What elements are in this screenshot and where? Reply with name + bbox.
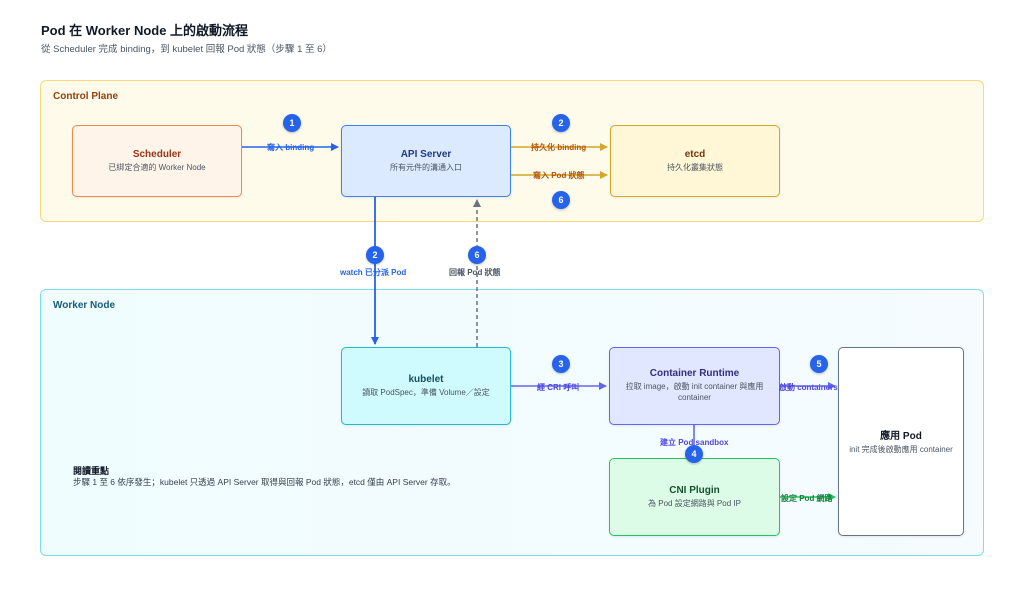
step-badge-3: 3 — [552, 355, 570, 373]
edge-label-create-sandbox: 建立 Pod sandbox — [660, 438, 729, 447]
etcd-desc: 持久化叢集狀態 — [667, 162, 723, 172]
scheduler-node: Scheduler 已綁定合適的 Worker Node — [72, 125, 242, 197]
step-badge-6-report: 6 — [468, 246, 486, 264]
step-badge-5: 5 — [810, 355, 828, 373]
kubelet-node: kubelet 讀取 PodSpec，準備 Volume／設定 — [341, 347, 511, 425]
worker-node-label: Worker Node — [53, 300, 116, 311]
step-badge-6-etcd: 6 — [552, 191, 570, 209]
app-pod-desc: init 完成後啟動應用 container — [849, 445, 953, 455]
edge-label-cri-call: 經 CRI 呼叫 — [537, 383, 580, 392]
worker-node-panel: Worker Node — [40, 289, 984, 556]
api-server-desc: 所有元件的溝通入口 — [390, 162, 462, 172]
cni-plugin-desc: 為 Pod 設定網路與 Pod IP — [648, 498, 741, 508]
kubelet-name: kubelet — [408, 373, 444, 385]
edge-label-report-status: 回報 Pod 狀態 — [449, 268, 501, 277]
control-plane-label: Control Plane — [53, 91, 119, 102]
page-title: Pod 在 Worker Node 上的啟動流程 — [41, 23, 249, 38]
cni-plugin-name: CNI Plugin — [669, 484, 720, 496]
cni-plugin-node: CNI Plugin 為 Pod 設定網路與 Pod IP — [609, 458, 780, 536]
edge-label-write-binding: 寫入 binding — [267, 143, 315, 152]
edge-label-write-pod-status: 寫入 Pod 狀態 — [533, 171, 585, 180]
app-pod-node: 應用 Pod init 完成後啟動應用 container — [838, 347, 964, 536]
api-server-name: API Server — [400, 148, 452, 160]
scheduler-name: Scheduler — [132, 148, 182, 160]
edge-label-watch-pod: watch 已分派 Pod — [340, 268, 407, 277]
step-badge-2-etcd: 2 — [552, 114, 570, 132]
edge-label-set-network: 設定 Pod 網路 — [781, 494, 833, 503]
note-text: 步驟 1 至 6 依序發生；kubelet 只透過 API Server 取得與… — [73, 477, 456, 487]
container-runtime-node: Container Runtime 拉取 image，啟動 init conta… — [609, 347, 780, 425]
page-subtitle: 從 Scheduler 完成 binding，到 kubelet 回報 Pod … — [41, 44, 332, 55]
step-badge-4: 4 — [685, 445, 703, 463]
step-badge-2-watch: 2 — [366, 246, 384, 264]
note-title: 閱讀重點 — [73, 466, 110, 476]
scheduler-desc: 已綁定合適的 Worker Node — [108, 162, 206, 172]
api-server-node: API Server 所有元件的溝通入口 — [341, 125, 511, 197]
etcd-name: etcd — [684, 148, 706, 160]
container-runtime-desc: 拉取 image，啟動 init container 與應用 container — [625, 382, 764, 402]
app-pod-name: 應用 Pod — [880, 431, 922, 443]
kubelet-desc: 讀取 PodSpec，準備 Volume／設定 — [362, 387, 490, 397]
container-runtime-name: Container Runtime — [649, 368, 740, 380]
edge-label-start-containers: 啟動 containers — [779, 383, 838, 392]
step-badge-1: 1 — [283, 114, 301, 132]
edge-label-persist-binding: 持久化 binding — [531, 143, 587, 152]
etcd-node: etcd 持久化叢集狀態 — [610, 125, 780, 197]
